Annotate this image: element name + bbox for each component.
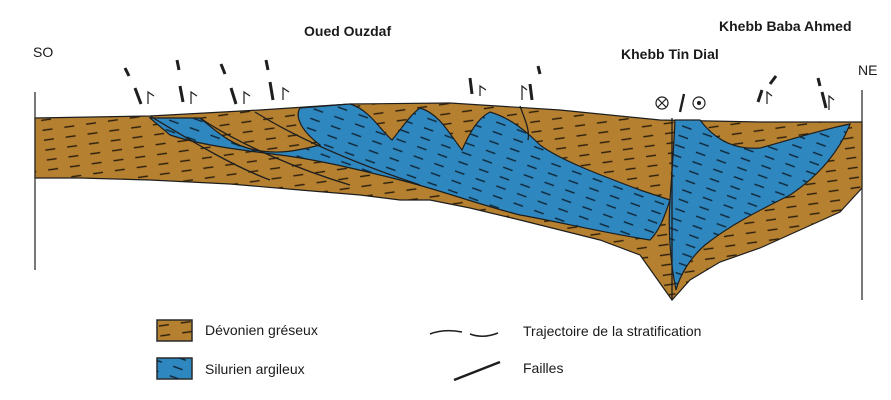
legend-silurian-label: Silurien argileux bbox=[205, 361, 305, 377]
fault-markers bbox=[125, 60, 826, 108]
strike-slip-symbol-icon bbox=[656, 94, 705, 112]
legend-bedding-label: Trajectoire de la stratification bbox=[523, 323, 701, 339]
bedding-trajectory-icon bbox=[430, 331, 498, 336]
right-end-label: NE bbox=[858, 62, 877, 78]
legend-devonian-label: Dévonien gréseux bbox=[205, 322, 318, 338]
place-khebb-baba-ahmed: Khebb Baba Ahmed bbox=[719, 18, 852, 34]
legend-faults-label: Failles bbox=[523, 360, 563, 376]
fault-line-icon bbox=[454, 362, 500, 380]
place-khebb-tin-dial: Khebb Tin Dial bbox=[621, 46, 719, 62]
place-oued-ouzdaf: Oued Ouzdaf bbox=[304, 23, 391, 39]
left-end-label: SO bbox=[33, 44, 53, 60]
